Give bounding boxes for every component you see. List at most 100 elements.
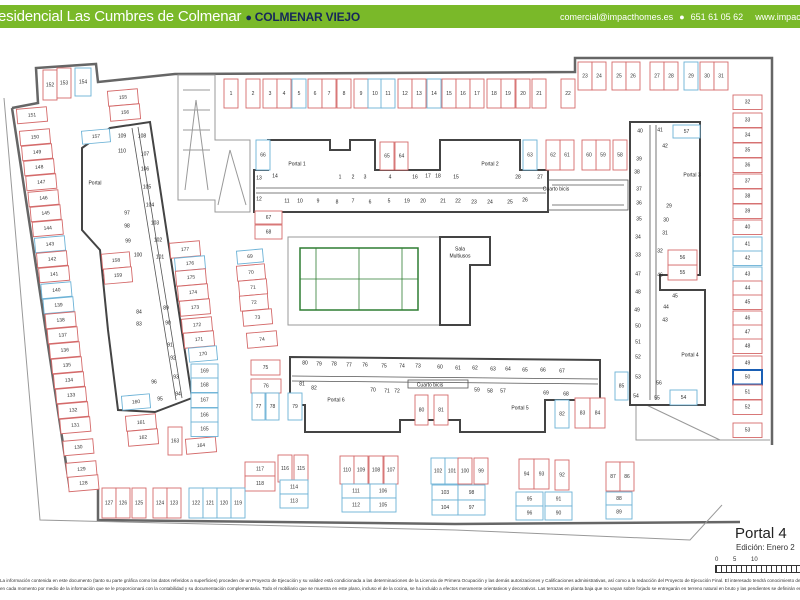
parking-spot-170[interactable]: 170 — [187, 345, 219, 363]
storage-room-42[interactable]: 42 — [662, 143, 668, 149]
storage-room-52[interactable]: 52 — [635, 354, 641, 360]
storage-room-49[interactable]: 49 — [634, 307, 640, 313]
storage-room-73[interactable]: 73 — [415, 363, 421, 369]
parking-spot-28[interactable]: 28 — [663, 61, 679, 91]
parking-spot-75[interactable]: 75 — [250, 359, 281, 376]
storage-room-56[interactable]: 56 — [656, 380, 662, 386]
parking-spot-80[interactable]: 80 — [414, 394, 429, 426]
parking-spot-66[interactable]: 66 — [255, 139, 271, 171]
parking-spot-109[interactable]: 109 — [353, 455, 369, 485]
parking-spot-43[interactable]: 43 — [732, 266, 763, 282]
parking-spot-106[interactable]: 106 — [369, 483, 397, 499]
parking-spot-20[interactable]: 20 — [515, 78, 531, 109]
parking-spot-8[interactable]: 8 — [336, 78, 352, 109]
parking-spot-19[interactable]: 19 — [500, 78, 516, 109]
parking-spot-6[interactable]: 6 — [307, 78, 323, 109]
storage-room-65[interactable]: 65 — [522, 367, 528, 373]
parking-spot-41[interactable]: 41 — [732, 236, 763, 252]
storage-room-31[interactable]: 31 — [662, 230, 668, 236]
storage-room-67[interactable]: 67 — [559, 368, 565, 374]
storage-room-64[interactable]: 64 — [505, 366, 511, 372]
storage-room-78[interactable]: 78 — [331, 361, 337, 367]
parking-spot-53[interactable]: 53 — [732, 422, 763, 438]
parking-spot-29[interactable]: 29 — [683, 61, 699, 91]
storage-room-37[interactable]: 37 — [636, 186, 642, 192]
parking-spot-18[interactable]: 18 — [486, 78, 502, 109]
parking-spot-132[interactable]: 132 — [57, 401, 90, 420]
storage-room-69[interactable]: 69 — [543, 390, 549, 396]
storage-room-15[interactable]: 15 — [453, 174, 459, 180]
parking-spot-96[interactable]: 96 — [515, 505, 544, 521]
parking-spot-122[interactable]: 122 — [188, 487, 204, 519]
storage-room-82[interactable]: 82 — [311, 385, 317, 391]
parking-spot-16[interactable]: 16 — [455, 78, 471, 109]
storage-room-91[interactable]: 91 — [167, 342, 173, 348]
parking-spot-128[interactable]: 128 — [67, 474, 100, 493]
parking-spot-70[interactable]: 70 — [235, 263, 267, 282]
storage-room-24[interactable]: 24 — [487, 199, 493, 205]
parking-spot-142[interactable]: 142 — [36, 250, 69, 269]
parking-spot-97[interactable]: 97 — [457, 499, 486, 516]
parking-spot-156[interactable]: 156 — [108, 103, 142, 122]
parking-spot-137[interactable]: 137 — [46, 326, 79, 345]
storage-room-44[interactable]: 44 — [663, 304, 669, 310]
parking-spot-22[interactable]: 22 — [560, 78, 576, 109]
parking-spot-152[interactable]: 152 — [42, 69, 58, 101]
parking-spot-115[interactable]: 115 — [293, 454, 309, 483]
storage-room-17[interactable]: 17 — [425, 173, 431, 179]
parking-spot-175[interactable]: 175 — [174, 268, 208, 287]
parking-spot-92[interactable]: 92 — [554, 459, 570, 491]
storage-room-97[interactable]: 97 — [124, 210, 130, 216]
storage-room-63[interactable]: 63 — [490, 366, 496, 372]
parking-spot-124[interactable]: 124 — [152, 487, 168, 519]
storage-room-12[interactable]: 12 — [256, 196, 262, 202]
parking-spot-121[interactable]: 121 — [202, 487, 218, 519]
parking-spot-78[interactable]: 78 — [265, 392, 280, 421]
parking-spot-164[interactable]: 164 — [184, 436, 218, 455]
parking-spot-138[interactable]: 138 — [44, 311, 77, 330]
parking-spot-134[interactable]: 134 — [52, 371, 86, 390]
parking-spot-82[interactable]: 82 — [554, 399, 570, 429]
parking-spot-148[interactable]: 148 — [23, 158, 56, 177]
storage-room-70[interactable]: 70 — [370, 387, 376, 393]
parking-spot-46[interactable]: 46 — [732, 310, 763, 326]
parking-spot-93[interactable]: 93 — [533, 458, 550, 490]
storage-room-7[interactable]: 7 — [352, 198, 355, 204]
parking-spot-107[interactable]: 107 — [383, 455, 399, 485]
storage-room-71[interactable]: 71 — [384, 388, 390, 394]
storage-room-89[interactable]: 89 — [163, 305, 169, 311]
parking-spot-3[interactable]: 3 — [262, 78, 278, 109]
parking-spot-47[interactable]: 47 — [732, 324, 763, 340]
storage-room-94[interactable]: 94 — [175, 391, 181, 397]
parking-spot-146[interactable]: 146 — [27, 189, 60, 208]
parking-spot-103[interactable]: 103 — [431, 484, 459, 501]
parking-spot-105[interactable]: 105 — [369, 497, 397, 513]
storage-room-26[interactable]: 26 — [522, 197, 528, 203]
parking-spot-36[interactable]: 36 — [732, 157, 763, 173]
parking-spot-69[interactable]: 69 — [235, 248, 265, 265]
parking-spot-45[interactable]: 45 — [732, 294, 763, 310]
storage-room-1[interactable]: 1 — [339, 174, 342, 180]
parking-spot-34[interactable]: 34 — [732, 127, 763, 143]
storage-room-74[interactable]: 74 — [399, 363, 405, 369]
storage-room-9[interactable]: 9 — [317, 198, 320, 204]
parking-spot-72[interactable]: 72 — [238, 293, 270, 312]
parking-spot-9[interactable]: 9 — [353, 78, 369, 109]
parking-spot-40[interactable]: 40 — [732, 219, 763, 235]
storage-room-21[interactable]: 21 — [440, 198, 446, 204]
parking-spot-155[interactable]: 155 — [106, 88, 140, 107]
storage-room-16[interactable]: 16 — [412, 174, 418, 180]
parking-spot-56[interactable]: 56 — [667, 249, 698, 266]
parking-spot-157[interactable]: 157 — [80, 128, 112, 145]
parking-spot-27[interactable]: 27 — [649, 61, 665, 91]
parking-spot-57[interactable]: 57 — [672, 124, 701, 139]
storage-room-5[interactable]: 5 — [388, 198, 391, 204]
parking-spot-125[interactable]: 125 — [131, 487, 147, 519]
parking-spot-144[interactable]: 144 — [31, 219, 64, 238]
parking-spot-113[interactable]: 113 — [279, 493, 309, 509]
parking-spot-89[interactable]: 89 — [605, 504, 633, 520]
parking-spot-30[interactable]: 30 — [699, 61, 715, 91]
parking-spot-4[interactable]: 4 — [276, 78, 292, 109]
storage-room-59[interactable]: 59 — [474, 387, 480, 393]
parking-spot-173[interactable]: 173 — [178, 298, 212, 317]
